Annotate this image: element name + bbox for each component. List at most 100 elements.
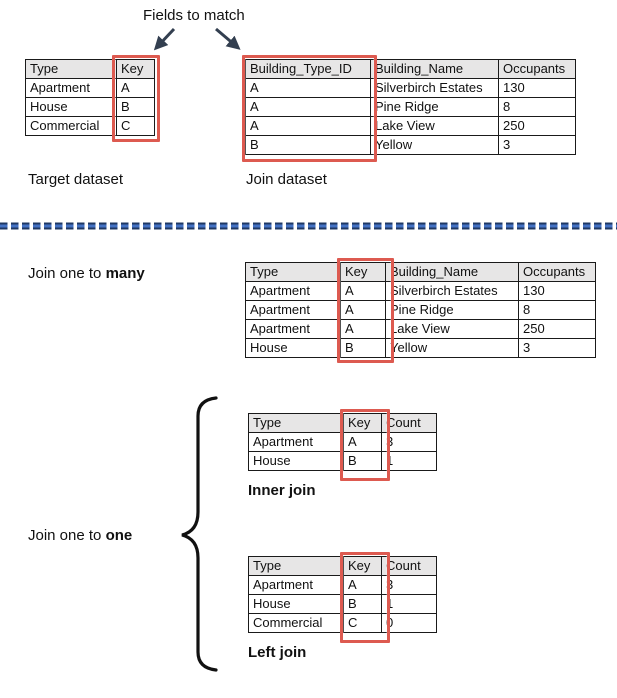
join-one-to-one-label-emphasis: one [105, 527, 133, 544]
table-cell: 3 [498, 135, 576, 155]
table-cell: Commercial [248, 613, 344, 633]
column-header: Type [25, 59, 117, 79]
join-one-to-many-label-prefix: Join one to [28, 265, 106, 282]
join-dataset-caption: Join dataset [246, 171, 327, 188]
target-dataset-caption: Target dataset [28, 171, 124, 188]
inner-join-caption: Inner join [248, 482, 316, 499]
table-cell: A [340, 319, 386, 339]
table-cell: A [343, 575, 382, 595]
table-cell: Lake View [370, 116, 499, 136]
table-cell: A [340, 281, 386, 301]
table-cell: 8 [498, 97, 576, 117]
column-header: Key [343, 556, 382, 576]
column-header: Type [245, 262, 341, 282]
column-header: Building_Name [385, 262, 519, 282]
table-cell: Apartment [245, 319, 341, 339]
column-header: Occupants [518, 262, 596, 282]
table-cell: Apartment [248, 432, 344, 452]
table-cell: Apartment [248, 575, 344, 595]
column-header: Building_Type_ID [245, 59, 371, 79]
curly-brace-icon [181, 396, 218, 672]
join-one-to-many-label-emphasis: many [105, 265, 145, 282]
table-cell: B [343, 594, 382, 614]
table-cell: C [116, 116, 155, 136]
fields-to-match-label: Fields to match [143, 7, 245, 24]
section-divider [0, 222, 617, 230]
table-cell: 0 [381, 613, 437, 633]
table-cell: 1 [381, 594, 437, 614]
table-cell: 3 [381, 432, 437, 452]
table-cell: 130 [518, 281, 596, 301]
table-cell: Apartment [245, 281, 341, 301]
table-cell: Lake View [385, 319, 519, 339]
table-cell: 3 [518, 338, 596, 358]
table-cell: Pine Ridge [370, 97, 499, 117]
table-cell: Silverbirch Estates [370, 78, 499, 98]
left-join-caption: Left join [248, 644, 307, 661]
table-cell: B [340, 338, 386, 358]
table-cell: 250 [518, 319, 596, 339]
table-cell: House [248, 594, 344, 614]
table-cell: 3 [381, 575, 437, 595]
column-header: Count [381, 556, 437, 576]
table-cell: A [116, 78, 155, 98]
arrow-to-target-key-icon [153, 27, 176, 51]
column-header: Key [343, 413, 382, 433]
table-cell: B [343, 451, 382, 471]
table-cell: Pine Ridge [385, 300, 519, 320]
table-cell: Yellow [370, 135, 499, 155]
table-cell: A [340, 300, 386, 320]
table-cell: C [343, 613, 382, 633]
arrow-to-join-key-icon [215, 27, 241, 50]
column-header: Building_Name [370, 59, 499, 79]
column-header: Key [116, 59, 155, 79]
table-cell: House [25, 97, 117, 117]
table-cell: 8 [518, 300, 596, 320]
table-cell: A [245, 97, 371, 117]
join-one-to-many-label: Join one to many [28, 265, 145, 282]
table-cell: Silverbirch Estates [385, 281, 519, 301]
table-cell: Apartment [25, 78, 117, 98]
column-header: Count [381, 413, 437, 433]
table-cell: Yellow [385, 338, 519, 358]
table-cell: 1 [381, 451, 437, 471]
table-cell: 130 [498, 78, 576, 98]
join-one-to-one-label: Join one to one [28, 527, 132, 544]
table-cell: A [343, 432, 382, 452]
table-cell: Apartment [245, 300, 341, 320]
table-cell: A [245, 78, 371, 98]
column-header: Type [248, 413, 344, 433]
table-cell: House [248, 451, 344, 471]
table-cell: 250 [498, 116, 576, 136]
pointer-arrows-icon [153, 27, 241, 51]
column-header: Key [340, 262, 386, 282]
table-cell: A [245, 116, 371, 136]
column-header: Type [248, 556, 344, 576]
